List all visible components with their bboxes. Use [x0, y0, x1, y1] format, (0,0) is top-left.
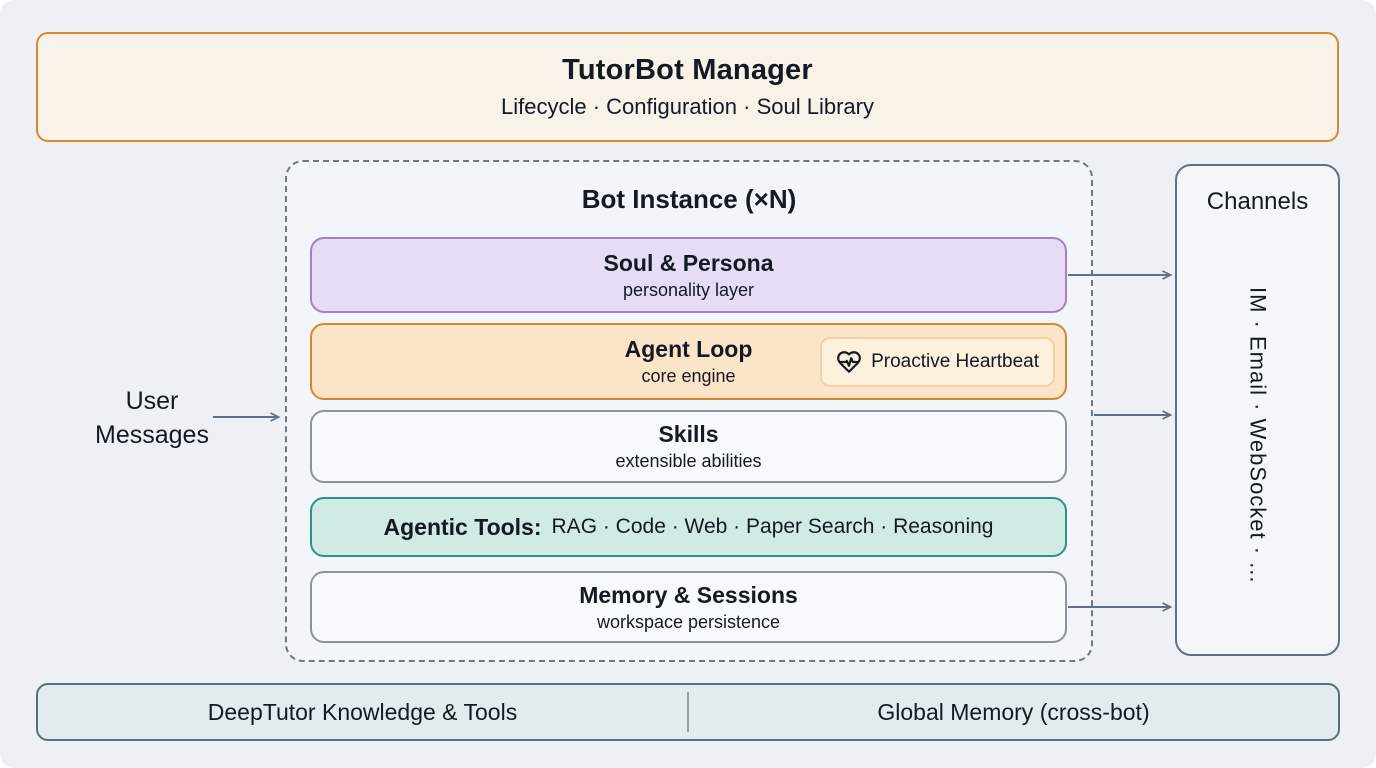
memory-sessions-subtitle: workspace persistence	[596, 611, 781, 632]
agent-loop-title: Agent Loop	[624, 336, 753, 362]
proactive-heartbeat-label: Proactive Heartbeat	[871, 350, 1039, 372]
agent-loop-subtitle: core engine	[641, 366, 736, 386]
foundation-divider	[687, 692, 689, 732]
skills-subtitle: extensible abilities	[615, 451, 762, 471]
skills-box: Skills extensible abilities	[310, 410, 1067, 483]
agent-loop-box: Agent Loop core engine Proactive Heartbe…	[310, 323, 1067, 400]
global-memory-label: Global Memory (cross-bot)	[877, 698, 1150, 725]
soul-persona-title: Soul & Persona	[603, 249, 774, 276]
deeptutor-knowledge-label: DeepTutor Knowledge & Tools	[207, 698, 518, 725]
soul-persona-box: Soul & Persona personality layer	[310, 237, 1067, 313]
memory-sessions-title: Memory & Sessions	[579, 581, 798, 608]
proactive-heartbeat-badge: Proactive Heartbeat	[820, 336, 1055, 387]
soul-persona-subtitle: personality layer	[622, 279, 755, 300]
tutorbot-manager-subtitle: Lifecycle · Configuration · Soul Library	[501, 94, 874, 119]
foundation-bar: DeepTutor Knowledge & Tools Global Memor…	[36, 683, 1340, 741]
agentic-tools-items: RAG · Code · Web · Paper Search · Reason…	[551, 515, 994, 538]
channels-items: IM · Email · WebSocket · ...	[1245, 286, 1271, 584]
channels-box: Channels IM · Email · WebSocket · ...	[1175, 164, 1340, 656]
bot-instance-title: Bot Instance (×N)	[581, 184, 797, 214]
heart-pulse-icon	[836, 349, 862, 375]
user-messages-label: User Messages	[95, 387, 209, 449]
channels-title: Channels	[1206, 188, 1309, 215]
skills-title: Skills	[658, 421, 719, 447]
tutorbot-manager-title: TutorBot Manager	[562, 54, 813, 86]
tutorbot-manager-box: TutorBot Manager Lifecycle · Configurati…	[36, 32, 1339, 142]
agentic-tools-prefix: Agentic Tools:	[383, 513, 542, 540]
memory-sessions-box: Memory & Sessions workspace persistence	[310, 571, 1067, 643]
agentic-tools-box: Agentic Tools: RAG · Code · Web · Paper …	[310, 497, 1067, 557]
